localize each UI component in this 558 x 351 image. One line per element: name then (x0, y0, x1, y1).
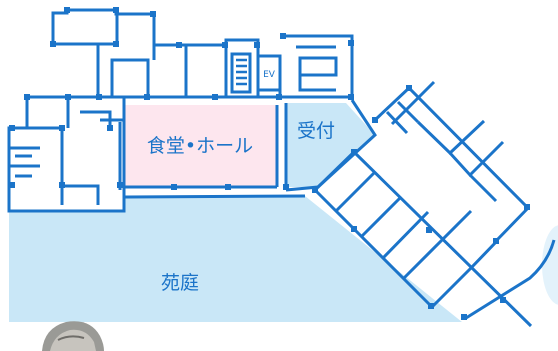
reception-area (287, 103, 375, 187)
stairs (236, 58, 247, 86)
person-photo-fragment (42, 321, 104, 351)
center-block-walls (184, 34, 354, 100)
dining-hall-label: 食堂•ホール (147, 135, 253, 157)
reception-label: 受付 (297, 120, 335, 142)
west-block-walls (7, 8, 188, 213)
curved-east-wall (465, 239, 556, 320)
garden-area (9, 196, 462, 322)
garden-label: 苑庭 (161, 272, 199, 294)
dining-hall-area (124, 105, 277, 187)
corridor-walls (27, 95, 377, 199)
wall-junction-nodes (9, 7, 530, 320)
elevator-label: EV (263, 70, 276, 80)
background-blur (542, 225, 558, 305)
